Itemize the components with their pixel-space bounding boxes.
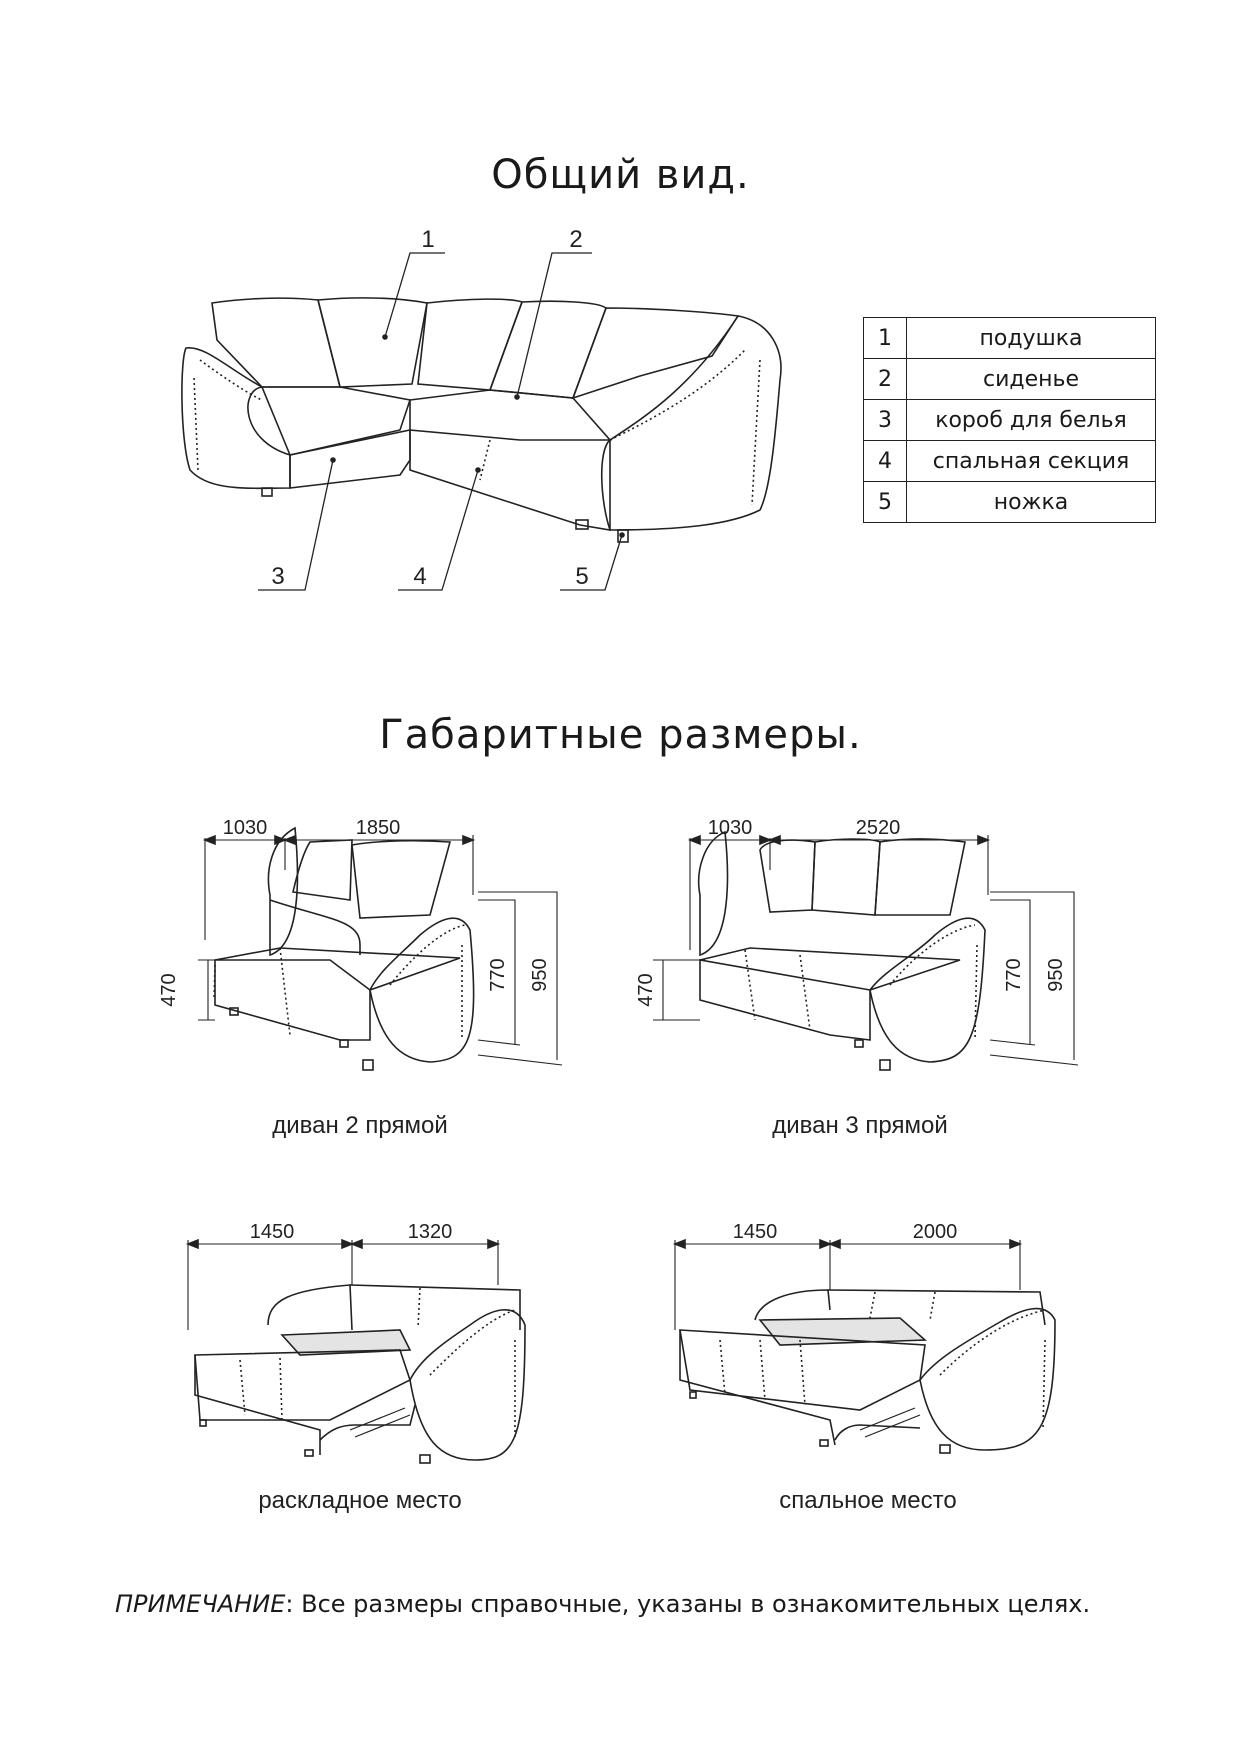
sleeping-caption: спальное место bbox=[779, 1487, 956, 1514]
note-label: ПРИМЕЧАНИЕ bbox=[115, 1590, 286, 1618]
sofa2-arm-height: 770 bbox=[487, 958, 509, 991]
sofa3-seat-height: 470 bbox=[635, 973, 657, 1006]
legend-number: 2 bbox=[863, 358, 907, 400]
foldout-depth: 1450 bbox=[250, 1221, 295, 1243]
sofa2-caption: диван 2 прямой bbox=[272, 1112, 448, 1139]
sofa-2-drawing: 1030 1850 470 770 950 диван 2 прямой bbox=[158, 817, 563, 1139]
sofa2-width: 1850 bbox=[356, 817, 401, 839]
sofa3-depth: 1030 bbox=[708, 817, 753, 839]
legend-label: подушка bbox=[906, 317, 1156, 359]
legend-number: 1 bbox=[863, 317, 907, 359]
corner-sofa-drawing: 1 2 3 4 5 bbox=[181, 226, 782, 591]
callout-3: 3 bbox=[271, 563, 284, 590]
sofa2-seat-height: 470 bbox=[158, 973, 180, 1006]
sofa3-width: 2520 bbox=[856, 817, 901, 839]
note-paragraph: ПРИМЕЧАНИЕ: Все размеры справочные, указ… bbox=[115, 1590, 1090, 1618]
legend-label: короб для белья bbox=[906, 399, 1156, 441]
general-view-title: Общий вид. bbox=[491, 152, 750, 198]
sofa3-arm-height: 770 bbox=[1003, 958, 1025, 991]
sleeping-drawing: 1450 2000 спальное место bbox=[672, 1221, 1056, 1514]
dimensions-title: Габаритные размеры. bbox=[379, 712, 862, 758]
sleeping-depth: 1450 bbox=[733, 1221, 778, 1243]
sofa3-total-height: 950 bbox=[1045, 958, 1067, 991]
foldout-width: 1320 bbox=[408, 1221, 453, 1243]
sofa-3-drawing: 1030 2520 470 770 950 диван 3 прямой bbox=[635, 817, 1079, 1139]
sleeping-width: 2000 bbox=[913, 1221, 958, 1243]
foldout-caption: раскладное место bbox=[258, 1487, 461, 1514]
legend-label: сиденье bbox=[906, 358, 1156, 400]
sofa2-total-height: 950 bbox=[529, 958, 551, 991]
sofa2-depth: 1030 bbox=[223, 817, 268, 839]
legend-label: спальная секция bbox=[906, 440, 1156, 482]
callout-4: 4 bbox=[413, 563, 426, 590]
legend-number: 5 bbox=[863, 481, 907, 523]
callout-5: 5 bbox=[575, 563, 588, 590]
sofa3-caption: диван 3 прямой bbox=[772, 1112, 948, 1139]
callout-2: 2 bbox=[569, 226, 582, 253]
legend-number: 4 bbox=[863, 440, 907, 482]
legend-label: ножка bbox=[906, 481, 1156, 523]
note-text: : Все размеры справочные, указаны в озна… bbox=[285, 1590, 1091, 1618]
foldout-drawing: 1450 1320 раскладное место bbox=[185, 1221, 526, 1514]
callout-1: 1 bbox=[421, 226, 434, 253]
